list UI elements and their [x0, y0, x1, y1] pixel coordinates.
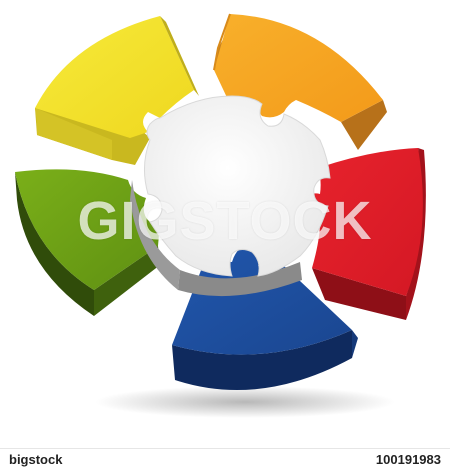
center-puzzle-disc: [130, 95, 331, 297]
green-segment: [15, 169, 160, 316]
yellow-segment: [35, 16, 199, 165]
orange-segment: [213, 13, 387, 150]
ground-shadow: [95, 386, 395, 418]
footer-bar: bigstock 100191983: [0, 448, 450, 470]
red-segment: [302, 148, 426, 320]
footer-image-id: 100191983: [375, 452, 441, 467]
footer-site-name: bigstock: [9, 452, 63, 467]
